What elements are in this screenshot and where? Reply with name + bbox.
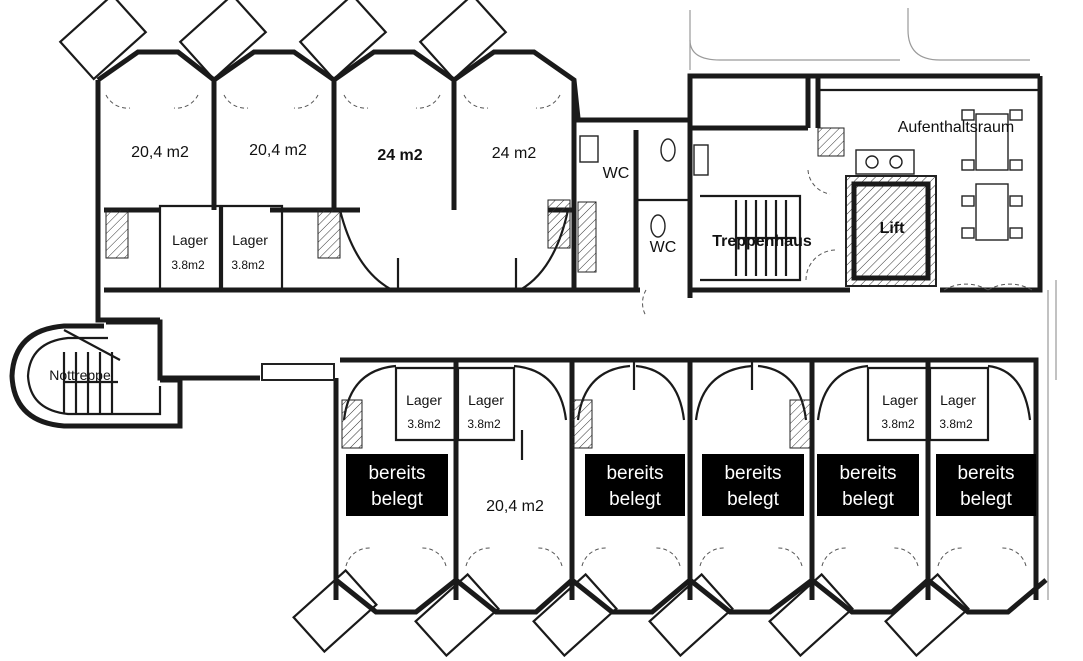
occupied-line1: bereits [606, 463, 663, 484]
storage-label: Lager [232, 232, 268, 248]
lounge-walls [689, 8, 1043, 293]
occupied-line2: belegt [960, 489, 1012, 510]
lift-label: Lift [880, 220, 906, 237]
occupied-line2: belegt [727, 489, 779, 510]
bottom-wing-walls [106, 280, 1057, 658]
lounge-label: Aufenthaltsraum [898, 119, 1015, 136]
storage-label: Lager [468, 392, 504, 408]
stairwell-label: Treppenhaus [712, 233, 812, 250]
emergency-stair-label: Nottreppe [49, 367, 111, 383]
occupied-line2: belegt [842, 489, 894, 510]
top-wing-walls [58, 0, 581, 323]
storage-area: 3.8m2 [171, 258, 205, 272]
wc-label-2: WC [650, 239, 677, 256]
room-label-r4: 24 m2 [492, 145, 537, 162]
storage-label: Lager [940, 392, 976, 408]
room-label-r1: 20,4 m2 [131, 144, 189, 161]
occupied-badge: bereits belegt [936, 454, 1036, 516]
occupied-badge: bereits belegt [702, 454, 804, 516]
storage-area: 3.8m2 [939, 417, 973, 431]
storage-area: 3.8m2 [231, 258, 265, 272]
occupied-badge: bereits belegt [585, 454, 685, 516]
room-labels: 20,4 m2 20,4 m2 24 m2 24 m2 20,4 m2 WC W… [49, 119, 1014, 515]
core-walls [574, 73, 1040, 317]
wc-label-1: WC [603, 165, 630, 182]
occupied-line2: belegt [609, 489, 661, 510]
room-label-r5: 20,4 m2 [486, 498, 544, 515]
storage-area: 3.8m2 [407, 417, 441, 431]
occupied-line1: bereits [724, 463, 781, 484]
storage-label: Lager [882, 392, 918, 408]
occupied-line2: belegt [371, 489, 423, 510]
occupied-line1: bereits [368, 463, 425, 484]
occupied-badges: bereits belegt bereits belegt bereits be… [346, 454, 1036, 516]
occupied-line1: bereits [957, 463, 1014, 484]
occupied-badge: bereits belegt [346, 454, 448, 516]
room-label-r2: 20,4 m2 [249, 142, 307, 159]
occupied-line1: bereits [839, 463, 896, 484]
emergency-stair [9, 323, 183, 429]
storage-label: Lager [172, 232, 208, 248]
storage-area: 3.8m2 [467, 417, 501, 431]
storage-labels: Lager 3.8m2 Lager 3.8m2 Lager 3.8m2 Lage… [171, 232, 976, 431]
room-label-r3: 24 m2 [377, 147, 422, 164]
storage-area: 3.8m2 [881, 417, 915, 431]
storage-label: Lager [406, 392, 442, 408]
occupied-badge: bereits belegt [817, 454, 919, 516]
stair-steps [734, 200, 796, 276]
